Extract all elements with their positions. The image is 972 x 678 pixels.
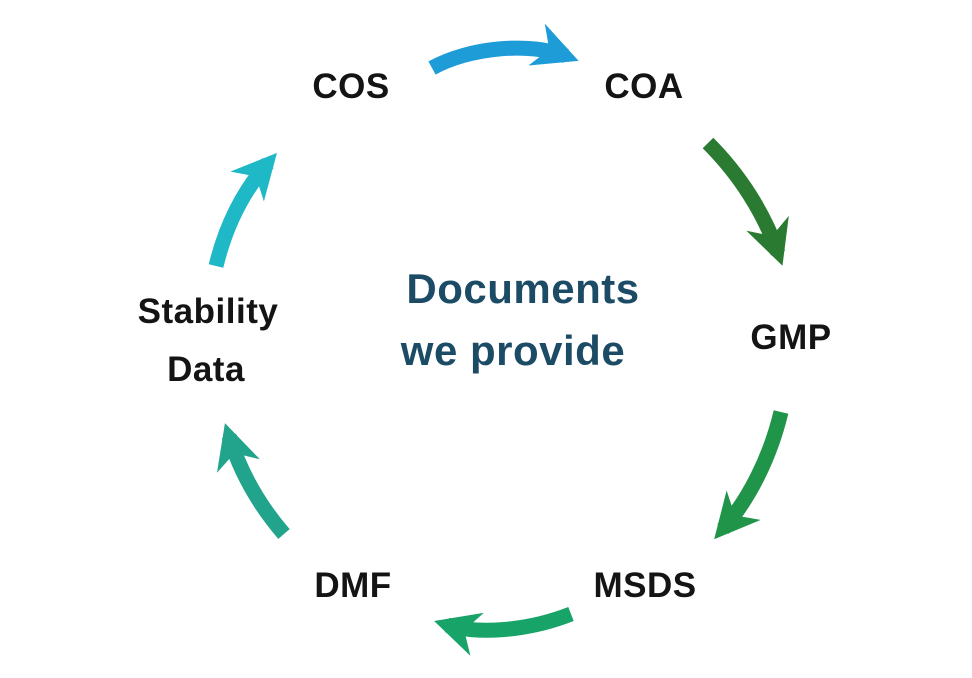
arrow-stability-to-cos: [208, 152, 277, 268]
node-label-gmp: GMP: [750, 318, 832, 357]
node-label-stability-data-line1: Stability: [137, 292, 279, 331]
center-title-line1: Documents: [406, 265, 640, 312]
arrow-gmp-to-msds: [714, 410, 789, 540]
node-label-dmf: DMF: [314, 566, 392, 605]
arrow-cos-to-coa: [428, 23, 579, 75]
arrow-coa-to-gmp: [702, 137, 789, 266]
node-label-cos: COS: [312, 67, 390, 106]
node-label-msds: MSDS: [593, 566, 697, 605]
arrow-msds-to-dmf: [434, 606, 574, 656]
node-label-coa: COA: [604, 67, 684, 106]
center-title-line2: we provide: [400, 327, 626, 374]
node-label-stability-data-line2: Data: [167, 350, 245, 389]
arrow-dmf-to-stability: [216, 423, 290, 539]
